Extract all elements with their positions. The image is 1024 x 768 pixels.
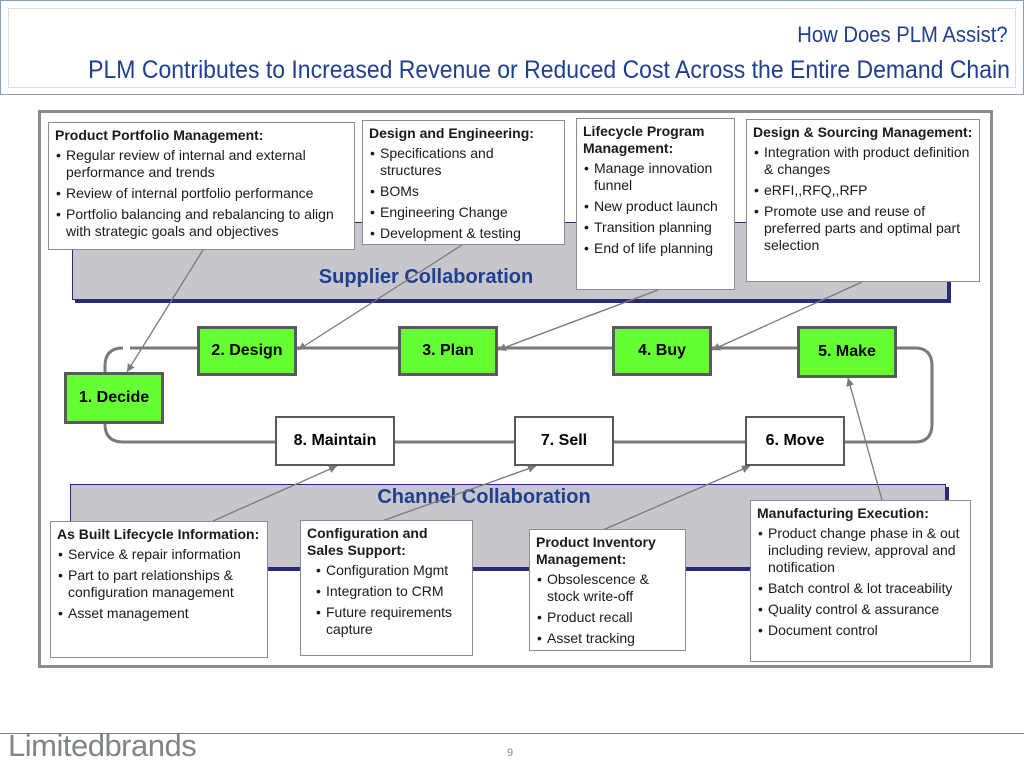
list-item: Integration with product definition & ch… <box>753 144 973 178</box>
callout-title: Product Portfolio Management: <box>55 127 264 143</box>
callout-title: Manufacturing Execution: <box>757 505 929 521</box>
list-item: Asset tracking <box>536 630 679 647</box>
callout-title: Design and Engineering: <box>369 125 534 141</box>
logo-text-limited: Limited <box>8 728 105 763</box>
step-maintain: 8. Maintain <box>275 416 395 466</box>
list-item: Service & repair information <box>57 546 261 563</box>
list-item: eRFI,,RFQ,,RFP <box>753 182 973 199</box>
step-decide: 1. Decide <box>64 372 164 424</box>
list-item: Regular review of internal and external … <box>55 147 348 181</box>
list-item: Future requirements capture <box>315 604 466 638</box>
list-item: Manage innovation funnel <box>583 160 728 194</box>
callout-as-built-lifecycle: As Built Lifecycle Information: Service … <box>50 521 268 658</box>
list-item: New product launch <box>583 198 728 215</box>
list-item: Part to part relationships & configurati… <box>57 567 261 601</box>
list-item: Integration to CRM <box>315 583 466 600</box>
list-item: Asset management <box>57 605 261 622</box>
list-item: Promote use and reuse of preferred parts… <box>753 203 973 254</box>
slide-title: How Does PLM Assist? <box>797 22 1008 47</box>
step-plan: 3. Plan <box>398 326 498 376</box>
callout-title: As Built Lifecycle Information: <box>57 526 260 542</box>
step-make: 5. Make <box>797 326 897 378</box>
arrow-lifecycle-to-plan <box>497 289 659 351</box>
header-inner-border <box>8 8 1016 88</box>
step-design: 2. Design <box>197 326 297 376</box>
list-item: Product recall <box>536 609 679 626</box>
list-item: BOMs <box>369 183 558 200</box>
callout-manufacturing-execution: Manufacturing Execution: Product change … <box>750 500 971 662</box>
list-item: Configuration Mgmt <box>315 562 466 579</box>
list-item: Obsolescence & stock write-off <box>536 571 679 605</box>
callout-title: Lifecycle Program Management: <box>583 123 705 156</box>
arrow-config-to-sell <box>381 464 537 522</box>
list-item: Review of internal portfolio performance <box>55 185 348 202</box>
list-item: Specifications and structures <box>369 145 558 179</box>
callout-title: Design & Sourcing Management: <box>753 124 973 140</box>
callout-lifecycle-program: Lifecycle Program Management: Manage inn… <box>576 118 735 290</box>
limited-brands-logo: Limitedbrands <box>8 728 197 764</box>
step-buy: 4. Buy <box>612 326 712 376</box>
list-item: Document control <box>757 622 964 639</box>
list-item: Portfolio balancing and rebalancing to a… <box>55 206 348 240</box>
arrow-as-built-to-maintain <box>212 465 338 522</box>
list-item: Development & testing <box>369 225 558 242</box>
arrow-mfg-to-make <box>846 377 883 501</box>
list-item: Engineering Change <box>369 204 558 221</box>
callout-configuration-sales: Configuration and Sales Support: Configu… <box>300 520 473 656</box>
page-number: 9 <box>507 747 514 759</box>
arrow-inventory-to-move <box>602 465 751 531</box>
supplier-collaboration-label: Supplier Collaboration <box>318 266 534 288</box>
list-item: Quality control & assurance <box>757 601 964 618</box>
callout-title: Product Inventory Management: <box>536 534 656 567</box>
step-move: 6. Move <box>745 416 845 466</box>
footer-divider <box>0 733 1024 734</box>
arrow-portfolio-to-decide <box>126 249 204 373</box>
list-item: End of life planning <box>583 240 728 257</box>
step-sell: 7. Sell <box>514 416 614 466</box>
slide-subtitle: PLM Contributes to Increased Revenue or … <box>88 56 1010 84</box>
arrow-design-eng-to-design <box>297 244 463 351</box>
list-item: Product change phase in & out including … <box>757 525 964 576</box>
arrow-sourcing-to-buy <box>711 281 863 351</box>
list-item: Batch control & lot traceability <box>757 580 964 597</box>
callout-design-engineering: Design and Engineering: Specifications a… <box>362 120 565 245</box>
channel-collaboration-label: Channel Collaboration <box>377 486 591 508</box>
callout-product-inventory: Product Inventory Management: Obsolescen… <box>529 529 686 651</box>
callout-design-sourcing: Design & Sourcing Management: Integratio… <box>746 119 980 282</box>
process-cycle-loop <box>103 346 934 444</box>
callout-product-portfolio: Product Portfolio Management: Regular re… <box>48 122 355 250</box>
callout-title: Configuration and Sales Support: <box>307 525 428 558</box>
list-item: Transition planning <box>583 219 728 236</box>
header-frame <box>0 0 1024 95</box>
logo-text-brands: brands <box>104 728 197 763</box>
